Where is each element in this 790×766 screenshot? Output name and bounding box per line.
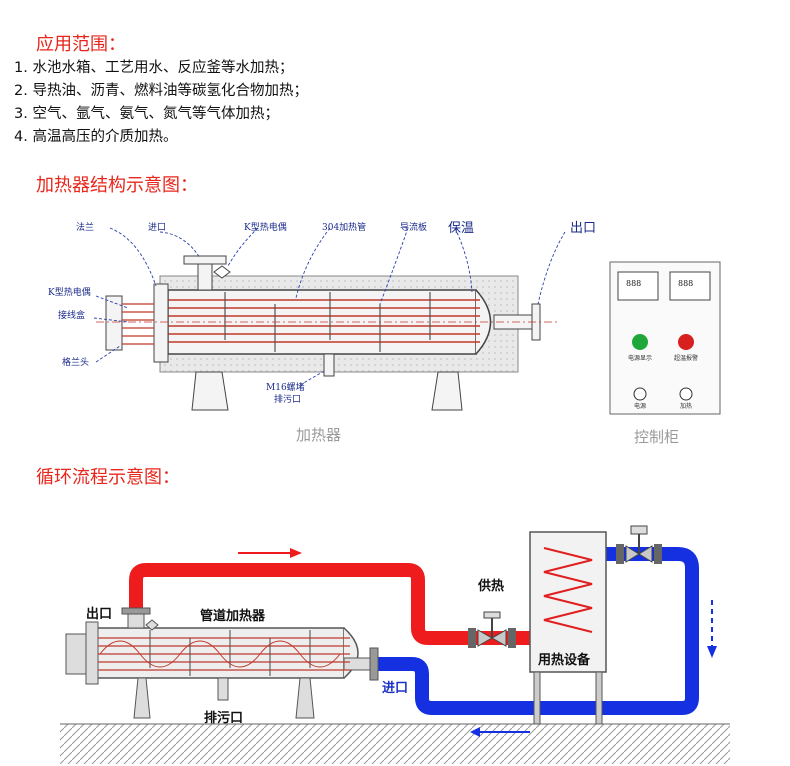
applications-heading: 应用范围：	[36, 34, 126, 55]
label-drain: 排污口	[274, 393, 301, 405]
flow-arrow-hot	[238, 548, 302, 558]
left-support	[191, 371, 229, 411]
label-outlet: 出口	[570, 221, 596, 236]
power-lamp-label: 电源显示	[628, 354, 652, 362]
ground	[60, 724, 730, 764]
label-thermocouple-top: K型热电偶	[244, 221, 287, 233]
label-thermocouple-left: K型热电偶	[48, 286, 91, 298]
label-inlet: 进口	[382, 681, 408, 696]
label-drain: 排污口	[204, 710, 243, 726]
label-inlet: 进口	[148, 222, 166, 233]
applications-list: 1. 水池水箱、工艺用水、反应釜等水加热； 2. 导热油、沥青、燃料油等碳氢化合…	[14, 57, 308, 149]
display-2-value: 888	[678, 279, 693, 288]
knob-2	[679, 387, 693, 401]
alarm-lamp-label: 超温报警	[674, 354, 698, 362]
drain-pipe	[323, 353, 335, 377]
label-outlet: 出口	[86, 606, 112, 622]
label-drain-plug: M16螺堵	[266, 381, 305, 393]
label-insulation: 保温	[448, 221, 474, 236]
structure-heading: 加热器结构示意图：	[36, 175, 198, 196]
heater-structure-diagram: 法兰 进口 K型热电偶 304加热管 导流板 保温 出口 K型热电偶 接线盒 格…	[48, 221, 721, 446]
display-1-value: 888	[626, 279, 641, 288]
control-cabinet: 888 888 电源显示 超温报警 电源 加热	[609, 261, 721, 415]
application-item: 2. 导热油、沥青、燃料油等碳氢化合物加热；	[14, 83, 308, 99]
label-supply: 供热	[477, 578, 504, 594]
leader-lines	[93, 227, 566, 386]
circulation-diagram: 出口 管道加热器 供热 用热设备 进口 排污口	[60, 525, 730, 764]
alarm-lamp	[678, 334, 694, 350]
return-valve	[616, 525, 662, 564]
heater-leads	[122, 303, 154, 345]
application-item: 3. 空气、氩气、氨气、氮气等气体加热；	[14, 106, 279, 122]
label-flange: 法兰	[76, 221, 94, 233]
label-junction-box: 接线盒	[58, 309, 85, 321]
knob-1	[633, 387, 647, 401]
right-support	[431, 371, 463, 411]
power-lamp	[632, 334, 648, 350]
cold-pipe	[370, 547, 699, 715]
pipeline-heater	[65, 607, 379, 719]
caption-heater: 加热器	[296, 426, 341, 444]
heat-equipment-coil	[543, 547, 593, 633]
thermocouple-top	[213, 265, 231, 279]
supply-valve	[468, 611, 516, 648]
circulation-heading: 循环流程示意图：	[36, 467, 180, 488]
main-flange	[153, 283, 169, 363]
flow-arrow-cold-4	[470, 727, 480, 737]
label-tube: 304加热管	[322, 221, 366, 233]
application-item: 1. 水池水箱、工艺用水、反应釜等水加热；	[14, 60, 294, 76]
baffles	[224, 292, 431, 352]
heating-tubes	[168, 299, 480, 343]
label-heat-equipment: 用热设备	[537, 652, 591, 668]
flow-arrow-cold-2	[707, 646, 717, 658]
label-baffle: 导流板	[400, 221, 427, 233]
junction-box	[105, 295, 123, 351]
application-item: 4. 高温高压的介质加热。	[14, 129, 178, 145]
hot-pipe	[129, 563, 534, 645]
cabinet-display-2	[669, 271, 711, 301]
knob-1-label: 电源	[634, 402, 646, 410]
caption-cabinet: 控制柜	[634, 428, 679, 446]
label-pipeline-heater: 管道加热器	[200, 608, 266, 624]
knob-2-label: 加热	[680, 402, 692, 410]
inlet-flange	[183, 255, 227, 265]
cabinet-display-1	[617, 271, 659, 301]
label-gland: 格兰头	[62, 356, 89, 368]
